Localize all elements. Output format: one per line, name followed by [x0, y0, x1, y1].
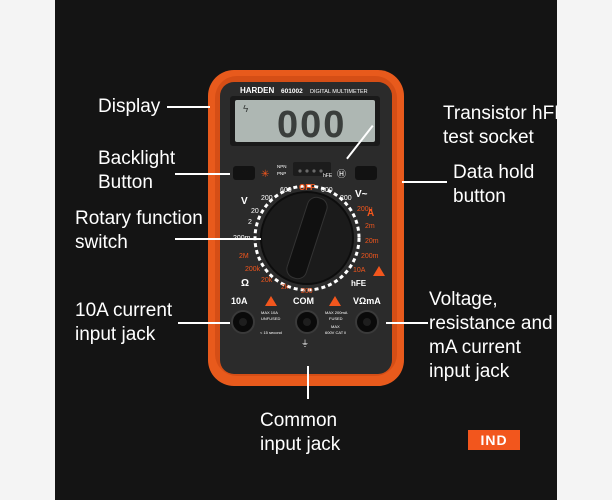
figure-canvas: HARDEN 601002 DIGITAL MULTIMETER 000 ϟ ✳… — [55, 0, 557, 500]
label-10a-current-input-jack: 10A current input jack — [75, 300, 173, 345]
label-rotary-function-switch: Rotary function switch — [75, 208, 203, 253]
dial-hfe: hFE — [351, 279, 367, 288]
warning-left-line3: < 15 second — [260, 330, 282, 335]
warning-right-line2: 600V CAT II — [325, 330, 346, 335]
warning-icon-dial — [373, 266, 385, 276]
warning-center-line1: MAX 200mA — [325, 310, 348, 315]
dial-200-right: 200 — [340, 195, 352, 202]
data-hold-button[interactable] — [355, 166, 377, 180]
lcd-screen — [235, 100, 375, 142]
label-common-input-jack: Common input jack — [260, 410, 341, 455]
leader-backlight — [175, 173, 230, 175]
jack-10a[interactable] — [231, 310, 255, 334]
jack-com[interactable] — [295, 310, 319, 334]
rotary-pointer — [286, 196, 328, 280]
leader-rotary — [175, 238, 261, 240]
label-backlight-button: Backlight Button — [98, 148, 176, 193]
leader-common-jack — [307, 366, 309, 399]
jack-label-com: COM — [293, 296, 314, 306]
dial-v-dc: V — [241, 196, 248, 207]
dial-off: OFF — [299, 183, 315, 192]
warning-icon-com — [329, 296, 341, 306]
jack-vohm[interactable] — [355, 310, 379, 334]
dial-amp: A — [367, 208, 374, 219]
ground-symbol: ⏚ — [301, 339, 309, 348]
label-display: Display — [98, 96, 161, 117]
socket-label-npn: NPN — [277, 164, 287, 169]
leader-10a — [178, 322, 230, 324]
label-transistor-hfe-socket: Transistor hFE test socket — [443, 103, 557, 148]
dial-200-left: 200 — [261, 195, 273, 202]
jack-label-vohm: VΩmA — [353, 296, 381, 306]
model-number: 601002 — [281, 88, 303, 95]
dial-2k: 2k — [281, 284, 289, 291]
hold-icon: Ⓗ — [337, 169, 346, 179]
meter-subtitle: DIGITAL MULTIMETER — [310, 89, 368, 95]
leader-data-hold — [402, 181, 447, 183]
dial-200k: 200k — [245, 266, 261, 273]
lcd-reading: 000 — [277, 104, 346, 146]
backlight-button[interactable] — [233, 166, 255, 180]
dial-2: 2 — [248, 219, 252, 226]
label-data-hold-button: Data hold button — [453, 162, 535, 207]
dial-200u: 200μ — [357, 206, 373, 213]
leader-display — [167, 106, 210, 108]
warning-icon-10a — [265, 296, 277, 306]
ind-badge: IND — [468, 430, 520, 450]
brand-logo: HARDEN — [240, 86, 274, 95]
dial-ohm: Ω — [241, 278, 249, 289]
dial-2m: 2m — [365, 223, 375, 230]
jack-label-10a: 10A — [231, 296, 248, 306]
warning-center-line2: FUSED — [329, 316, 343, 321]
dial-200m-amp: 200m — [361, 253, 379, 260]
warning-left-line2: UNFUSED — [261, 316, 280, 321]
lcd-battery-symbol: ϟ — [243, 104, 249, 115]
warning-left-line1: MAX 10A — [261, 310, 278, 315]
warning-right-line1: MAX — [331, 324, 340, 329]
dial-200-ohm: 200 — [301, 288, 313, 295]
socket-hfe-label: hFE — [323, 173, 333, 179]
backlight-icon: ✳ — [261, 169, 269, 180]
socket-label-pnp: PNP — [277, 171, 286, 176]
dial-20m: 20m — [365, 238, 379, 245]
dial-v-ac: V~ — [355, 189, 368, 200]
dial-600-right: 600 — [321, 187, 333, 194]
leader-voltage-jack — [386, 322, 428, 324]
dial-10a: 10A — [353, 267, 366, 274]
dial-2meg: 2M — [239, 253, 249, 260]
dial-600-left: 600 — [280, 187, 292, 194]
label-voltage-resistance-ma-jack: Voltage, resistance and mA current input… — [429, 289, 553, 382]
dial-20: 20 — [251, 208, 259, 215]
dial-20k: 20k — [261, 277, 273, 284]
